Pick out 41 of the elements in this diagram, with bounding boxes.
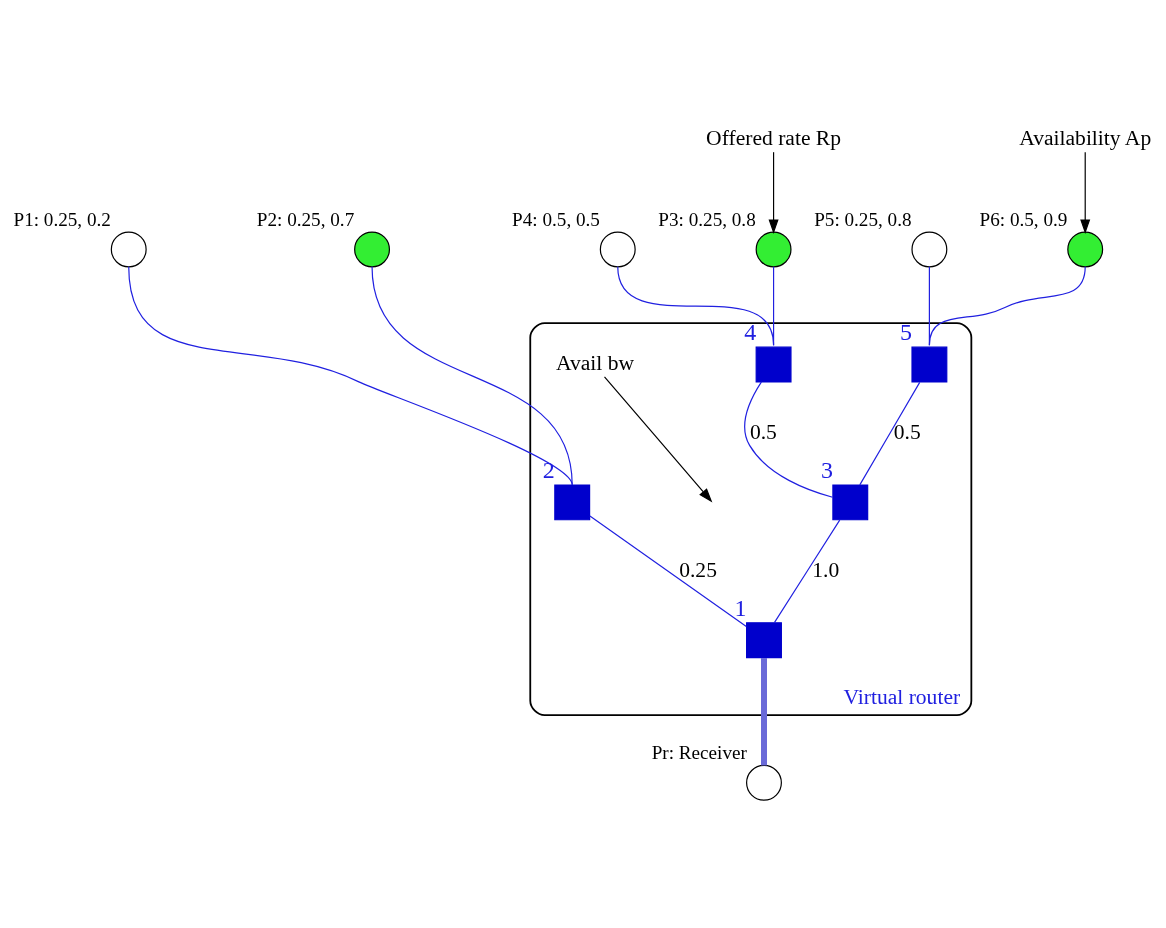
arrow: [603, 376, 713, 503]
connector: [928, 266, 1086, 346]
arrow: [768, 151, 779, 234]
node-text: Availability Ap: [1019, 126, 1152, 151]
connector: [128, 266, 573, 486]
connector: [589, 515, 747, 628]
node-circle: [911, 231, 948, 268]
arrow: [1080, 151, 1091, 234]
node-label: P5: 0.25, 0.8: [814, 208, 912, 230]
connector: [761, 658, 767, 766]
node-box: [554, 484, 591, 521]
node-box: [746, 622, 782, 659]
node-label: P1: 0.25, 0.2: [13, 208, 111, 230]
node-label: P3: 0.25, 0.8: [658, 208, 756, 230]
node-box: [832, 484, 869, 521]
edge-label: 0.25: [679, 557, 717, 582]
node-circle: [1067, 231, 1104, 268]
node-text: Offered rate Rp: [706, 126, 842, 151]
connector: [744, 381, 834, 498]
node-label: P4: 0.5, 0.5: [512, 208, 600, 230]
connector: [371, 266, 573, 486]
node-label: Pr: Receiver: [651, 742, 747, 764]
node-label: P6: 0.5, 0.9: [979, 208, 1068, 230]
node-label: 2: [542, 456, 555, 483]
edge-label: 0.5: [893, 419, 921, 444]
node-label: P2: 0.25, 0.7: [256, 208, 355, 230]
node-circle: [755, 231, 792, 268]
connector: [617, 266, 775, 346]
node-circle: [599, 231, 636, 268]
node-text: Avail bw: [555, 350, 635, 375]
node-label: 3: [820, 456, 833, 483]
edge-label: 0.5: [749, 419, 777, 444]
connector: [773, 519, 841, 624]
node-label: 1: [734, 594, 747, 621]
node-circle: [746, 764, 782, 801]
edge-label: 1.0: [812, 557, 840, 582]
node-circle: [110, 231, 147, 268]
node-circle: [354, 231, 391, 268]
connector: [859, 381, 921, 486]
node-box: [911, 346, 948, 383]
node-box: [755, 346, 792, 383]
